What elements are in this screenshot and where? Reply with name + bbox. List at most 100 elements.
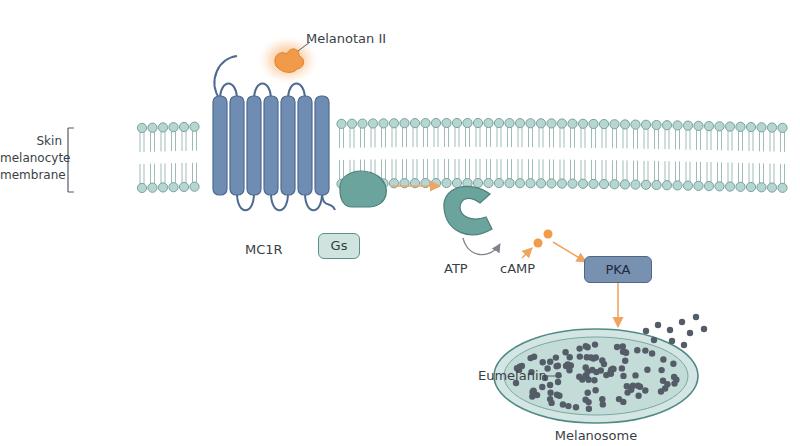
lipid-head xyxy=(442,178,451,187)
receptor-shape xyxy=(205,50,340,262)
lipid-tail xyxy=(529,159,533,179)
lipid-tail xyxy=(634,161,638,181)
lipid-head xyxy=(148,183,157,192)
lipid-tail xyxy=(728,131,732,151)
lipid-head xyxy=(746,182,755,191)
lipid-tail xyxy=(707,130,711,150)
lipid-head xyxy=(547,179,556,188)
lipid-tail xyxy=(466,159,470,179)
lipid-head xyxy=(725,122,734,131)
lipid-tail xyxy=(739,163,743,183)
lipid-head xyxy=(568,119,577,128)
lipid-head xyxy=(536,179,545,188)
lipid-head xyxy=(704,181,713,190)
lipid-head xyxy=(557,119,566,128)
eumelanin-granule xyxy=(565,403,571,409)
lipid-head xyxy=(137,183,146,192)
lipid-tail xyxy=(445,159,449,179)
lipid-tail xyxy=(445,127,449,147)
g-protein-box: Gs xyxy=(318,233,360,259)
lipid-tail xyxy=(634,129,638,149)
lipid-head xyxy=(610,120,619,129)
lipid-head xyxy=(484,178,493,187)
lipid-tail xyxy=(665,129,669,149)
activation-arrow xyxy=(392,185,440,187)
lipid-head xyxy=(190,122,199,131)
lipid-tail xyxy=(676,129,680,149)
eumelanin-granule xyxy=(687,330,693,336)
lipid-tail xyxy=(686,162,690,182)
lipid-head xyxy=(757,183,766,192)
lipid-tail xyxy=(613,160,617,180)
lipid-tail xyxy=(182,131,186,151)
lipid-tail xyxy=(539,159,543,179)
lipid-head xyxy=(578,179,587,188)
lipid-tail xyxy=(455,127,459,147)
eumelanin-granule xyxy=(623,350,629,356)
eumelanin-granule xyxy=(531,354,537,360)
eumelanin-granule xyxy=(701,326,707,332)
lipid-head xyxy=(746,122,755,131)
eumelanin-granule xyxy=(614,344,620,350)
lipid-tail xyxy=(581,160,585,180)
lipid-head xyxy=(641,180,650,189)
eumelanin-granule xyxy=(655,322,661,328)
eumelanin-granule xyxy=(664,381,670,387)
lipid-head xyxy=(494,118,503,127)
lipid-tail xyxy=(497,159,501,179)
lipid-head xyxy=(715,122,724,131)
lipid-tail xyxy=(172,131,176,151)
lipid-head xyxy=(484,118,493,127)
lipid-tail xyxy=(413,159,417,179)
eumelanin-granule xyxy=(671,380,677,386)
lipid-head xyxy=(368,119,377,128)
lipid-tail xyxy=(539,127,543,147)
lipid-tail xyxy=(760,131,764,151)
lipid-tail xyxy=(350,128,354,148)
lipid-head xyxy=(778,123,787,132)
lipid-head xyxy=(379,119,388,128)
lipid-tail xyxy=(413,127,417,147)
lipid-tail xyxy=(781,132,785,152)
lipid-tail xyxy=(760,163,764,183)
transmembrane-helix xyxy=(298,96,312,195)
lipid-tail xyxy=(508,159,512,179)
eumelanin-granule xyxy=(560,401,566,407)
eumelanin-granule xyxy=(679,319,685,325)
eumelanin-granule xyxy=(644,367,650,373)
activation-arrow xyxy=(617,283,619,327)
melanosome-node: EumelaninMelanosome xyxy=(476,327,712,444)
c-terminus xyxy=(322,193,335,210)
eumelanin-granule xyxy=(610,366,616,372)
lipid-tail xyxy=(749,131,753,151)
lipid-tail xyxy=(382,159,386,179)
lipid-head xyxy=(673,121,682,130)
lipid-tail xyxy=(781,164,785,184)
lipid-tail xyxy=(728,163,732,183)
lipid-head xyxy=(778,183,787,192)
eumelanin-granule xyxy=(573,404,579,410)
lipid-head xyxy=(505,179,514,188)
eumelanin-granule xyxy=(539,384,545,390)
box-label: Gs xyxy=(331,238,348,254)
eumelanin-granule xyxy=(583,364,589,370)
membrane-bracket xyxy=(68,128,74,192)
lipid-tail xyxy=(371,127,375,147)
lipid-head xyxy=(148,123,157,132)
lipid-tail xyxy=(644,129,648,149)
eumelanin-granule xyxy=(555,372,561,378)
lipid-head xyxy=(673,181,682,190)
lipid-tail xyxy=(193,163,197,183)
lipid-head xyxy=(421,118,430,127)
g-alpha-subunit xyxy=(340,171,387,207)
ligand-molecule xyxy=(275,49,304,73)
conversion-arrow xyxy=(463,238,500,255)
eumelanin-granule xyxy=(547,396,553,402)
lipid-tail xyxy=(560,128,564,148)
eumelanin-granule xyxy=(630,383,636,389)
lipid-head xyxy=(683,181,692,190)
eumelanin-granule xyxy=(632,372,638,378)
receptor-loop xyxy=(305,193,322,210)
